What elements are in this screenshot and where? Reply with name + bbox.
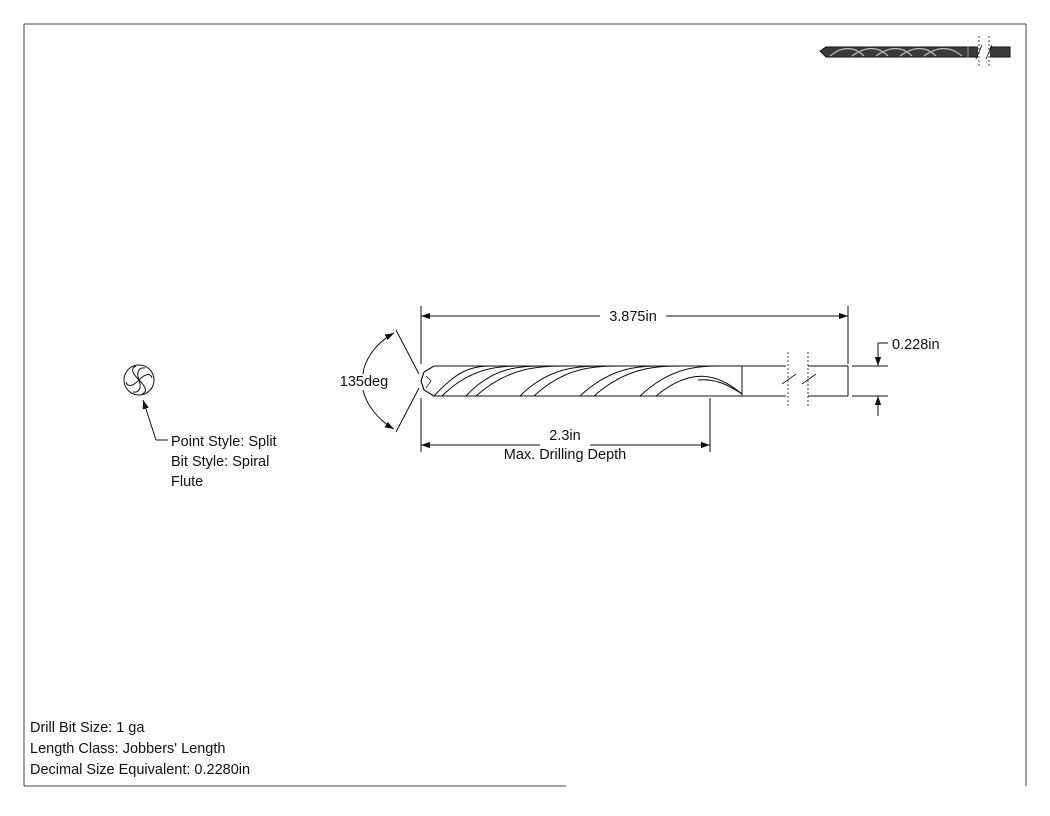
point-style-label: Point Style: Split: [171, 434, 277, 450]
drilling-depth-dimension: [420, 398, 711, 452]
point-angle-label: 135deg: [340, 374, 388, 390]
drill-bit-side-view: [420, 365, 849, 397]
length-class: Length Class: Jobbers' Length: [30, 741, 226, 757]
drill-bit-info-block: Drill Bit Size: 1 ga Length Class: Jobbe…: [30, 718, 250, 781]
decimal-size-equivalent: Decimal Size Equivalent: 0.2280in: [30, 762, 251, 778]
drilling-depth-caption: Max. Drilling Depth: [504, 447, 627, 463]
overall-length-dimension: [420, 306, 849, 364]
callout-leader: [142, 399, 168, 441]
drill-bit-thumbnail: [819, 36, 1011, 66]
drilling-depth-value-label: 2.3in: [549, 428, 580, 444]
point-angle-dimension: [362, 329, 420, 433]
overall-length-label: 3.875in: [609, 309, 657, 325]
drill-point-end-view: [123, 364, 155, 396]
drill-bit-size: Drill Bit Size: 1 ga: [30, 720, 145, 736]
bit-style-label-continued: Flute: [171, 474, 204, 490]
sheet-border: [23, 23, 1027, 787]
bit-style-label: Bit Style: Spiral: [171, 454, 270, 470]
diameter-dimension: [852, 342, 888, 416]
break-lines: [781, 352, 817, 408]
diameter-label: 0.228in: [892, 337, 940, 353]
